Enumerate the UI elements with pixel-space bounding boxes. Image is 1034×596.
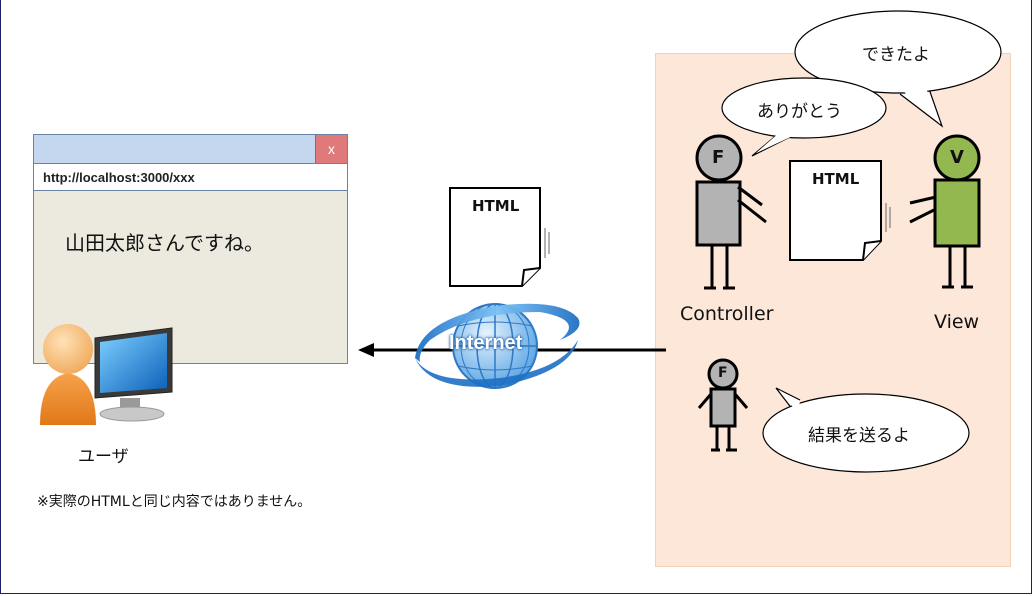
disclaimer-note: ※実際のHTMLと同じ内容ではありません。 — [37, 494, 312, 510]
view-speech-bubble — [794, 10, 1002, 128]
close-button[interactable]: x — [315, 135, 347, 163]
controller-label: Controller — [680, 303, 774, 325]
browser-window: x http://localhost:3000/xxx 山田太郎さんですね。 — [33, 134, 348, 364]
user-label: ユーザ — [78, 447, 129, 467]
internet-globe-icon — [415, 303, 580, 389]
html-document-right — [789, 160, 891, 261]
html-doc-left-label: HTML — [472, 197, 520, 215]
url-bar[interactable]: http://localhost:3000/xxx — [34, 164, 347, 191]
page-content-text: 山田太郎さんですね。 — [65, 231, 264, 255]
view-figure — [909, 134, 981, 289]
computer-icon — [94, 327, 173, 422]
model-bubble-text: 結果を送るよ — [808, 426, 910, 446]
html-document-left — [449, 187, 550, 287]
model-speech-bubble — [762, 387, 970, 473]
controller-figure — [695, 134, 767, 290]
controller-badge: F — [712, 147, 725, 168]
user-person-icon — [40, 324, 96, 425]
controller-bubble-text: ありがとう — [757, 102, 842, 122]
view-badge: V — [950, 147, 964, 168]
model-figure — [697, 358, 749, 452]
internet-label: Internet — [449, 332, 523, 354]
model-badge: F — [718, 365, 728, 381]
html-doc-right-label: HTML — [812, 170, 860, 188]
controller-speech-bubble — [721, 77, 887, 157]
view-bubble-text: できたよ — [862, 45, 930, 65]
browser-titlebar — [34, 135, 347, 164]
view-label: View — [934, 311, 980, 333]
